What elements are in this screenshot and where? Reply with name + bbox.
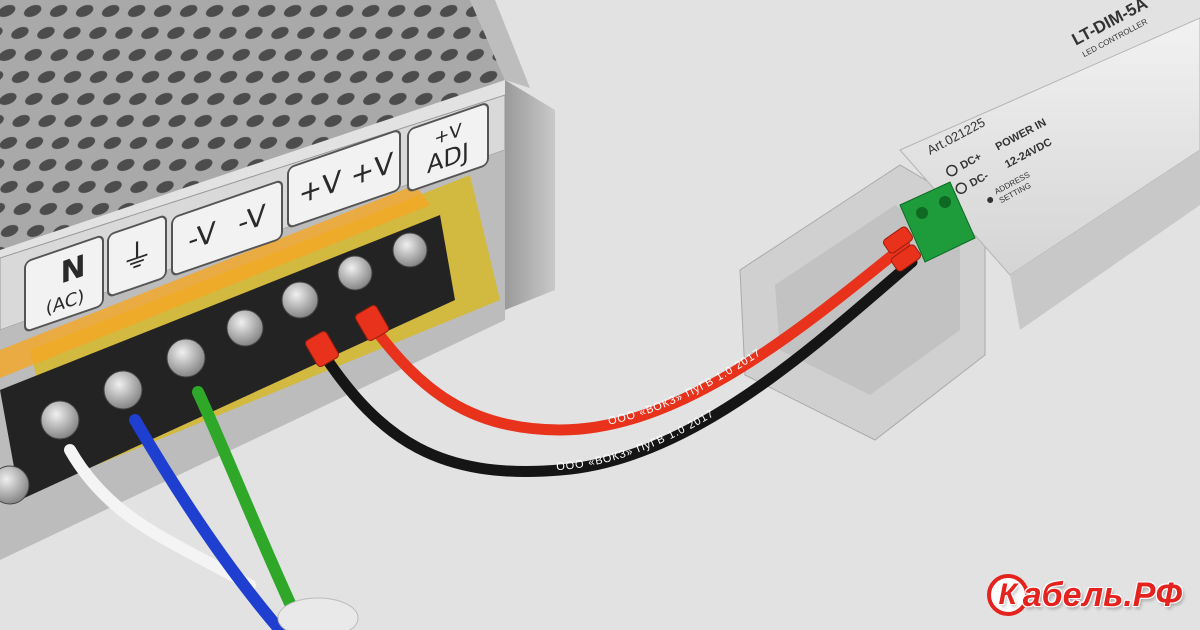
label-box-n: N (AC) bbox=[24, 235, 104, 332]
psu-labels: N (AC) ⏚ -V -V +V +V +V ADJ bbox=[24, 103, 489, 332]
address-dot-icon bbox=[987, 197, 994, 204]
label-n: N bbox=[60, 248, 85, 292]
ferrule-black-psu bbox=[305, 330, 339, 368]
psu-top-rim bbox=[470, 0, 530, 88]
ferrule-red-psu bbox=[355, 304, 389, 342]
terminal-screw bbox=[392, 232, 428, 268]
label-box-plus-v: +V +V bbox=[287, 130, 401, 228]
wire-black bbox=[316, 256, 918, 477]
psu-side-wall bbox=[505, 80, 555, 310]
brand-logo: К абель.РФ bbox=[986, 574, 1182, 616]
wire-red bbox=[366, 239, 911, 436]
psu-top-perforated bbox=[0, 0, 505, 250]
label-box-ground: ⏚ bbox=[107, 215, 167, 297]
label-box-minus-v: -V -V bbox=[171, 180, 283, 276]
led-controller: Art.021225 LT-DIM-5A LED CONTROLLER DC+ … bbox=[739, 0, 1200, 441]
red-cable-print-path: ООО «ВОКЗ» ПуГВ 1.0 2017 bbox=[607, 347, 762, 428]
controller-terminal bbox=[899, 181, 976, 263]
dc-minus-terminal-icon bbox=[955, 182, 968, 194]
wire-white bbox=[64, 444, 256, 591]
terminal-block bbox=[0, 215, 455, 500]
ferrule-black-ctrl bbox=[891, 244, 921, 272]
terminal-screw bbox=[337, 255, 373, 291]
terminal-screw bbox=[226, 309, 264, 347]
wire-green bbox=[192, 386, 306, 630]
terminal-screw bbox=[166, 338, 206, 378]
terminal-screw bbox=[281, 281, 319, 319]
brand-letter: К bbox=[998, 578, 1017, 611]
controller-terminal-screw bbox=[916, 207, 928, 219]
wire-blue bbox=[129, 414, 286, 630]
label-box-adj: +V ADJ bbox=[407, 103, 489, 192]
ac-wires bbox=[64, 386, 359, 630]
terminal-screw bbox=[103, 370, 143, 410]
ferrule-red-ctrl bbox=[883, 226, 913, 254]
dc-plus-terminal-icon bbox=[946, 164, 958, 177]
brand-name: абель.РФ bbox=[1022, 575, 1182, 614]
red-cable-print: ООО «ВОКЗ» ПуГВ 1.0 2017 bbox=[607, 347, 763, 428]
terminal-screw bbox=[40, 400, 80, 440]
controller-front bbox=[1010, 150, 1200, 330]
terminal-cover bbox=[0, 185, 430, 378]
controller-terminal-screw bbox=[939, 196, 951, 208]
terminal-screws bbox=[0, 232, 428, 505]
brand-mark-icon: К bbox=[986, 574, 1029, 616]
terminal-screw bbox=[0, 465, 30, 505]
cable-gland bbox=[277, 597, 359, 630]
